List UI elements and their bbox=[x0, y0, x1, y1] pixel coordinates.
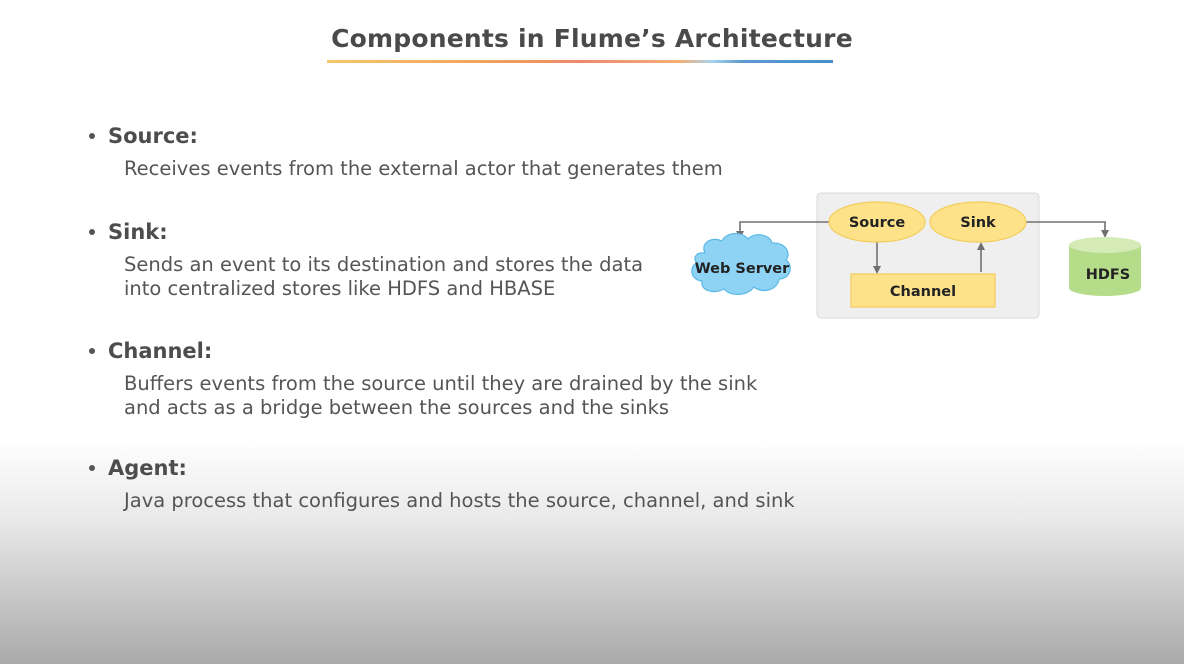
bullet-description: Buffers events from the source until the… bbox=[124, 372, 757, 420]
bullet-description: Sends an event to its destination and st… bbox=[124, 253, 643, 301]
slide-title-container: Components in Flume’s Architecture bbox=[0, 24, 1184, 53]
source-node: Source bbox=[828, 201, 926, 243]
bullet-channel: Channel: Buffers events from the source … bbox=[87, 339, 757, 420]
bullet-description: Java process that configures and hosts t… bbox=[124, 489, 795, 513]
sink-node: Sink bbox=[929, 201, 1027, 243]
description-line: Java process that configures and hosts t… bbox=[124, 489, 795, 512]
channel-node: Channel bbox=[850, 273, 996, 308]
description-line: Sends an event to its destination and st… bbox=[124, 253, 644, 276]
bullet-dot-icon bbox=[89, 133, 95, 139]
description-line: Receives events from the external actor … bbox=[124, 157, 723, 180]
webserver-cloud-icon: Web Server bbox=[691, 233, 791, 295]
description-line: and acts as a bridge between the sources… bbox=[124, 396, 670, 419]
bullet-term: Channel: bbox=[108, 339, 213, 363]
bullet-source: Source: Receives events from the externa… bbox=[87, 124, 723, 181]
hdfs-label: HDFS bbox=[1086, 267, 1131, 283]
bullet-term: Agent: bbox=[108, 456, 187, 480]
bullet-term: Source: bbox=[108, 124, 198, 148]
webserver-label: Web Server bbox=[695, 261, 790, 277]
description-line: into centralized stores like HDFS and HB… bbox=[124, 277, 556, 300]
source-label: Source bbox=[849, 215, 905, 231]
arrow-sink-to-hdfs bbox=[1026, 221, 1109, 238]
channel-label: Channel bbox=[890, 284, 956, 300]
bullet-term: Sink: bbox=[108, 220, 168, 244]
title-underline bbox=[327, 60, 833, 63]
bullet-dot-icon bbox=[89, 348, 95, 354]
sink-label: Sink bbox=[960, 215, 996, 231]
bullet-dot-icon bbox=[89, 229, 95, 235]
bullet-sink: Sink: Sends an event to its destination … bbox=[87, 220, 643, 301]
description-line: Buffers events from the source until the… bbox=[124, 372, 758, 395]
hdfs-cylinder-icon: HDFS bbox=[1069, 237, 1141, 296]
bullet-description: Receives events from the external actor … bbox=[124, 157, 723, 181]
arrow-source-to-webserver bbox=[736, 221, 829, 239]
bullet-agent: Agent: Java process that configures and … bbox=[87, 456, 795, 513]
slide-title: Components in Flume’s Architecture bbox=[331, 24, 853, 53]
agent-box bbox=[816, 192, 1040, 319]
bullet-dot-icon bbox=[89, 465, 95, 471]
